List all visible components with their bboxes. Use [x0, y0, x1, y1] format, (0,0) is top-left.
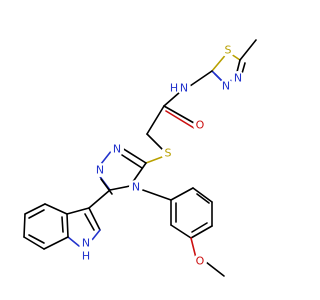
atom-label-n-triazole-4: N [129, 180, 143, 194]
bond [24, 203, 46, 215]
bond [170, 187, 194, 201]
atom-text: S [165, 147, 172, 160]
bond [192, 187, 213, 203]
bond [28, 209, 45, 219]
atom-label-layer: S N N N H O S N [79, 43, 245, 268]
bond [121, 147, 147, 164]
bond [66, 213, 69, 238]
atom-text: N [96, 164, 104, 177]
bond [190, 225, 213, 239]
bond [100, 178, 113, 195]
atom-text: N [113, 143, 121, 156]
bond [109, 185, 131, 191]
atom-label-s-thiadiazole: S [221, 43, 235, 57]
molecule-diagram: S N N N H O S N [23, 39, 257, 277]
atom-label-n-thiadiazole-2: N [219, 79, 233, 93]
bond [196, 193, 210, 204]
bond [189, 70, 213, 87]
bond [139, 188, 172, 201]
bond [190, 237, 197, 259]
atom-text: S [225, 44, 232, 57]
bond [91, 229, 101, 241]
atom-text: O [196, 119, 205, 132]
bond [100, 149, 113, 165]
atom-text: N [234, 72, 242, 85]
atom-label-n-thiadiazole-1: N [231, 71, 245, 85]
atom-text: N [180, 82, 188, 95]
bond [28, 234, 45, 244]
atom-text: O [196, 255, 205, 268]
bond [165, 110, 195, 129]
atom-label-n-triazole-1: N [110, 142, 124, 156]
atom-label-n-indole: N [79, 236, 93, 250]
bond [67, 236, 80, 247]
atom-text: N [132, 181, 140, 194]
bond [145, 156, 163, 164]
atom-label-s-thioether: S [161, 146, 175, 160]
bond [163, 91, 181, 107]
bond [214, 73, 223, 82]
bond [66, 207, 90, 215]
bond [239, 39, 257, 61]
atom-label-n-triazole-2: N [93, 163, 107, 177]
bond [23, 236, 45, 250]
bond [163, 105, 195, 124]
bond [43, 236, 69, 250]
atom-text: H [82, 250, 90, 263]
atom-label-h-indole: H [80, 250, 92, 263]
atom-text: N [82, 237, 90, 250]
bond [146, 133, 163, 150]
atom-label-o-methoxy: O [193, 254, 207, 268]
bond [61, 216, 64, 233]
atom-label-o-carbonyl: O [193, 118, 207, 132]
atom-label-h-amide: H [168, 82, 180, 95]
bond [84, 213, 95, 231]
bond [170, 224, 192, 239]
bond [191, 222, 208, 233]
bond [146, 105, 165, 135]
bond-layer [23, 39, 257, 277]
atom-text: N [222, 80, 230, 93]
bond [23, 213, 26, 238]
bond [88, 207, 101, 231]
bond [205, 261, 225, 277]
bond [121, 154, 143, 169]
bond [44, 203, 68, 215]
atom-label-n-amide: N [177, 81, 191, 95]
atom-text: H [170, 82, 178, 95]
bond [88, 189, 111, 209]
